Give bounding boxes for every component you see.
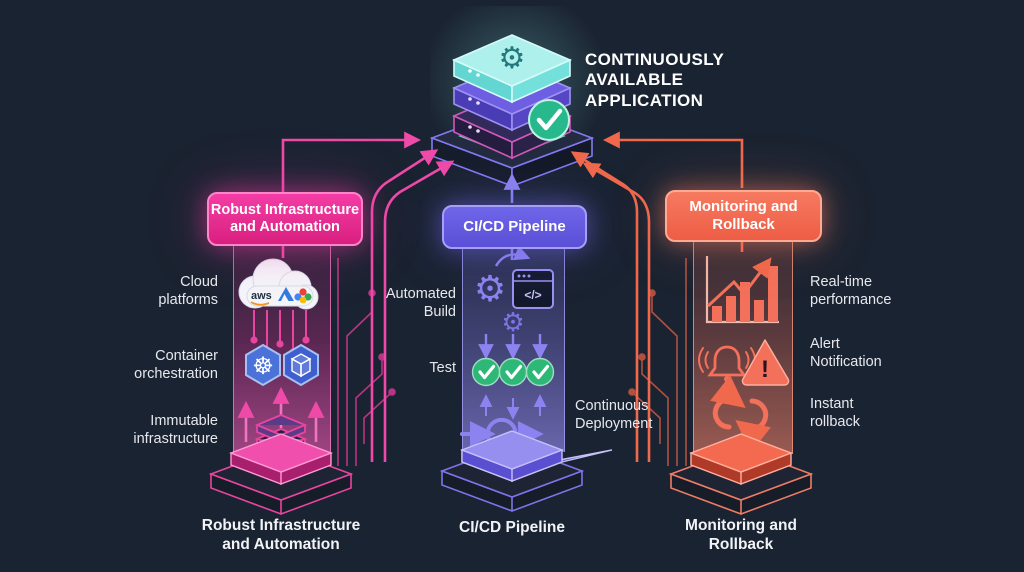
teal-glow — [430, 6, 600, 171]
caption-cicd: CI/CD Pipeline — [459, 519, 565, 536]
caption-monitoring: Monitoring and Rollback — [685, 517, 797, 554]
server-stack-icon: ⚙ — [452, 34, 572, 160]
label-test: Test — [429, 360, 456, 376]
header-infrastructure-label: Robust Infrastructure and Automation — [210, 201, 360, 235]
pillar-body-infrastructure — [233, 244, 331, 456]
header-cicd-label: CI/CD Pipeline — [463, 218, 566, 235]
check-badge-icon — [528, 99, 570, 141]
top-title: CONTINUOUSLY AVAILABLE APPLICATION — [585, 50, 724, 110]
circuit-traces-orange — [628, 258, 687, 466]
label-container-orchestration: Container orchestration — [134, 348, 218, 382]
label-immutable-infrastructure: Immutable infrastructure — [133, 413, 218, 447]
pillar-body-monitoring — [693, 240, 793, 454]
label-cloud-platforms: Cloud platforms — [158, 274, 218, 308]
label-instant-rollback: Instant rollback — [810, 396, 860, 430]
gear-icon: ⚙ — [499, 42, 526, 75]
label-alert-notification: Alert Notification — [810, 336, 882, 370]
label-realtime-performance: Real-time performance — [810, 274, 892, 308]
header-monitoring: Monitoring and Rollback — [665, 190, 822, 242]
central-platform — [429, 107, 595, 188]
header-infrastructure: Robust Infrastructure and Automation — [207, 192, 363, 246]
label-continuous-deployment: Continuous Deployment — [575, 398, 653, 432]
label-automated-build: Automated Build — [385, 286, 456, 320]
header-monitoring-label: Monitoring and Rollback — [689, 198, 798, 233]
caption-infrastructure: Robust Infrastructure and Automation — [201, 517, 361, 554]
header-cicd: CI/CD Pipeline — [442, 205, 587, 249]
pillar-body-cicd — [462, 246, 565, 452]
